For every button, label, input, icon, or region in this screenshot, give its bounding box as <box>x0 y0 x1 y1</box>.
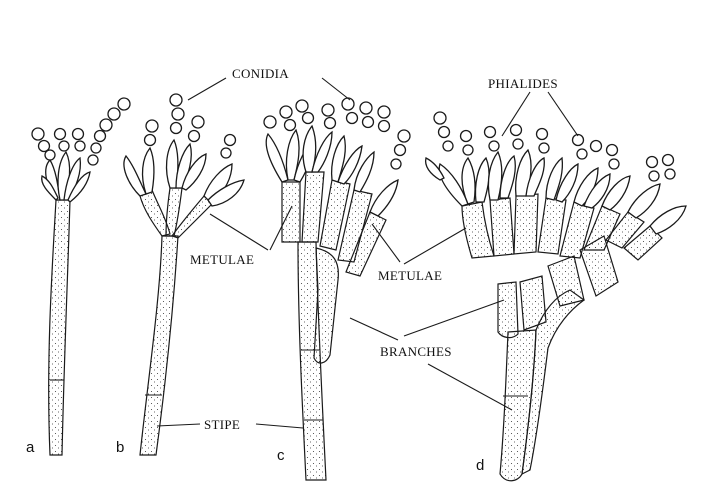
leader-metulae-right-1 <box>371 223 401 263</box>
branches-d <box>497 235 619 476</box>
conidia-chains-c <box>263 97 411 170</box>
conidia-chains-b <box>143 93 237 159</box>
label-metulae-left: METULAE <box>190 252 254 267</box>
panel-letters: a b c d <box>26 439 484 474</box>
conidiophore-a <box>31 97 131 456</box>
leader-phialides-right <box>547 91 579 137</box>
branch-c <box>313 247 339 364</box>
labels: CONIDIA PHIALIDES METULAE METULAE BRANCH… <box>190 66 558 432</box>
label-stipe: STIPE <box>204 417 240 432</box>
leader-phialides-left <box>501 91 531 137</box>
conidiophore-b <box>123 93 245 456</box>
leader-metulae-right-2 <box>403 227 467 265</box>
leader-branches-left <box>349 317 399 341</box>
conidiophore-d <box>424 111 687 482</box>
metulae-d <box>461 193 663 261</box>
leader-conidia-left <box>187 77 227 101</box>
metulae-c <box>281 171 387 277</box>
metulae-b <box>139 187 213 239</box>
phialides-b <box>123 138 245 207</box>
leader-metulae-left-1 <box>209 213 269 251</box>
leader-stipe-right <box>255 423 304 429</box>
phialides-a <box>41 150 91 203</box>
leader-stipe-left <box>156 423 201 427</box>
stipe-b <box>139 235 179 456</box>
panel-label-a: a <box>26 439 35 456</box>
label-conidia: CONIDIA <box>232 66 289 81</box>
label-phialides: PHIALIDES <box>488 76 558 91</box>
leader-lines <box>156 77 579 429</box>
label-branches: BRANCHES <box>380 344 452 359</box>
phialides-c <box>265 124 399 217</box>
phialides-d <box>424 148 687 235</box>
leader-conidia-right <box>321 77 351 101</box>
label-metulae-right: METULAE <box>378 268 442 283</box>
leader-branches-down <box>427 363 513 411</box>
conidia-chains-d <box>433 111 676 182</box>
panel-label-c: c <box>277 447 285 464</box>
leader-metulae-left-2 <box>269 205 293 251</box>
panel-label-d: d <box>476 457 484 474</box>
leader-branches-up <box>403 299 505 337</box>
conidiophore-c <box>263 97 411 481</box>
panel-label-b: b <box>116 439 124 456</box>
stipe-a <box>48 199 71 456</box>
conidia-chains-a <box>31 97 131 166</box>
